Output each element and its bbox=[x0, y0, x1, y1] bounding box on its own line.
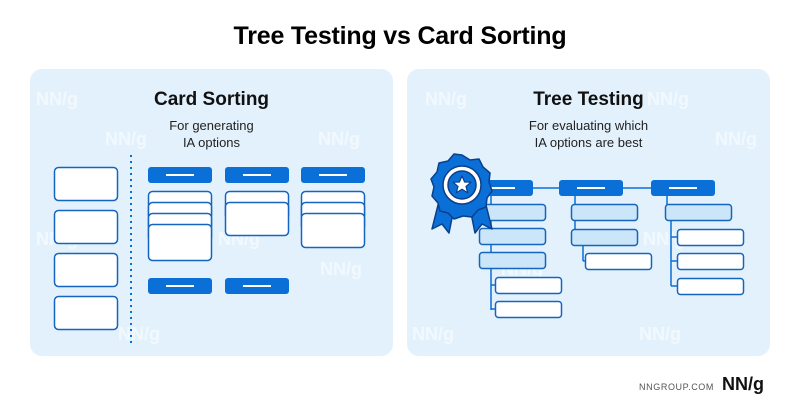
sorted-card bbox=[300, 212, 366, 249]
footer-url[interactable]: NNGROUP.COM bbox=[639, 382, 714, 392]
tree-node bbox=[478, 227, 547, 246]
tree-leaf bbox=[676, 228, 745, 247]
tree-node bbox=[664, 203, 733, 222]
category-group bbox=[148, 278, 212, 294]
tree-leaf bbox=[494, 276, 563, 295]
unsorted-card bbox=[53, 252, 119, 288]
card-sorting-diagram bbox=[53, 155, 366, 344]
category-group bbox=[224, 167, 290, 237]
unsorted-cards bbox=[53, 166, 119, 331]
unsorted-card bbox=[53, 295, 119, 331]
tree-node bbox=[478, 251, 547, 270]
tree-level-2 bbox=[478, 203, 733, 270]
tree-level-1 bbox=[469, 180, 715, 196]
unsorted-card bbox=[53, 209, 119, 245]
sorted-card bbox=[224, 201, 290, 237]
card-sorting-subtitle: For generating IA options bbox=[30, 117, 393, 151]
tree-leaf bbox=[676, 277, 745, 296]
card-sorting-title: Card Sorting bbox=[153, 89, 270, 110]
tree-leaf bbox=[494, 300, 563, 319]
footer: NNGROUP.COM NN/g bbox=[639, 374, 764, 395]
tree-level-3 bbox=[494, 228, 745, 319]
tree-node bbox=[570, 228, 639, 247]
page-title: Tree Testing vs Card Sorting bbox=[233, 22, 567, 50]
card-sorting-subtitle-line: IA options bbox=[182, 135, 241, 150]
tree-leaf bbox=[584, 252, 653, 271]
award-ribbon-icon bbox=[430, 153, 493, 234]
unsorted-card bbox=[53, 166, 119, 202]
card-sorting-subtitle-line: For generating bbox=[169, 118, 254, 133]
category-group bbox=[225, 278, 289, 294]
star-icon bbox=[452, 175, 472, 194]
category-group bbox=[300, 167, 366, 249]
tree-diagram bbox=[430, 153, 745, 319]
tree-node bbox=[570, 203, 639, 222]
tree-testing-subtitle-line: IA options are best bbox=[534, 135, 643, 150]
tree-testing-subtitle-line: For evaluating which bbox=[528, 118, 649, 133]
card-sorting-panel: NN/g NN/g NN/g NN/g NN/g NN/g NN/g Card … bbox=[30, 69, 393, 356]
sorted-card bbox=[147, 223, 213, 262]
category-group bbox=[147, 167, 213, 262]
tree-testing-subtitle: For evaluating which IA options are best bbox=[407, 117, 770, 151]
tree-leaf bbox=[676, 252, 745, 271]
nng-logo: NN/g bbox=[722, 374, 764, 394]
tree-testing-panel: NN/g NN/g NN/g NN/g NN/g NN/g NN/g Tree … bbox=[407, 69, 770, 356]
tree-testing-title: Tree Testing bbox=[533, 89, 644, 110]
